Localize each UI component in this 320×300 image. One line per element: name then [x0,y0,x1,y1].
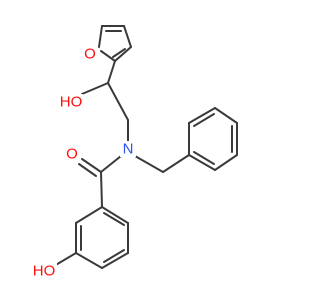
bond-carbinol-to-oh [81,82,109,95]
hydroxyl-alpha-label: HO [60,94,83,111]
atom-labels: O HO O N HO [31,46,136,280]
bond-furan-c4-c5 [114,46,132,62]
bond-hp-6-1 [75,206,103,224]
bond-hp-1-2 [101,206,129,224]
benzyl-phenyl-ring [188,107,238,171]
furan-oxygen-label: O [84,46,96,63]
bond-furan-c3-c4 [123,25,132,48]
bond-furan-c4-c5-double [112,48,126,58]
bond-n-to-carbonyl-c [100,155,122,173]
side-chain [78,60,190,208]
amide-oxygen-label: O [66,146,78,163]
bond-n-to-benzyl-ch2 [134,155,164,173]
bond-carbonyl-c-o [81,158,102,173]
furan-ring [98,25,132,62]
bond-ph-6-1 [188,154,216,171]
bond-carbonyl-c-o-double [78,163,97,177]
bond-ph-2-3 [188,107,216,124]
bond-benzyl-ch2-to-ring [162,154,190,173]
bond-hp-1-2-double [103,212,125,226]
molecule-structure: O HO O N HO [31,25,238,280]
molecule-canvas: O HO O N HO [31,25,238,280]
hydroxyphenyl-ring [53,206,129,269]
bond-hp-to-oh [53,252,77,267]
bond-hp-4-5 [75,252,103,269]
bond-furan-c5-o [100,50,116,62]
bond-ph-6-1-double [193,151,215,165]
bond-carbonyl-to-ring [100,171,103,208]
bond-ph-3-4 [214,107,238,124]
bond-ph-2-3-double [193,113,215,127]
bond-ph-5-6 [214,154,238,171]
amide-nitrogen-label: N [123,141,134,158]
bond-furan-c1-c2 [98,25,103,48]
bond-hp-3-4-double [103,249,125,263]
phenol-hydroxyl-label: HO [33,263,56,280]
bond-hp-3-4 [101,252,129,269]
bond-furan-to-carbinol [107,60,116,84]
bond-carbinol-to-ch2 [107,82,129,121]
